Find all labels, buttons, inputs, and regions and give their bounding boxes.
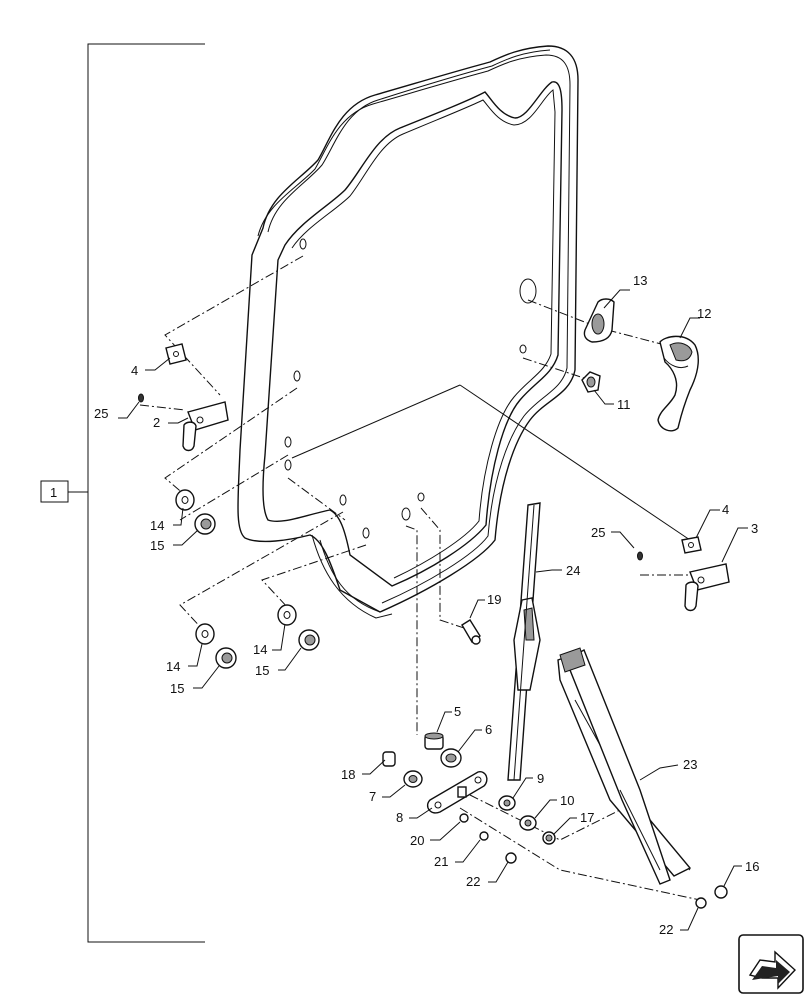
callout-2: 2 [153, 415, 160, 430]
part-6-washer [440, 748, 462, 768]
callout-14-c: 14 [253, 642, 267, 657]
callout-6: 6 [485, 722, 492, 737]
part-16-cap-nut [714, 885, 728, 899]
door-glass-frame [237, 45, 579, 619]
callout-11: 11 [617, 397, 631, 412]
callout-18: 18 [341, 767, 355, 782]
part-4-right-bracket [681, 536, 702, 554]
part-20-washer [459, 813, 469, 823]
callout-7: 7 [369, 789, 376, 804]
callout-25-left: 25 [94, 406, 108, 421]
callout-9: 9 [537, 771, 544, 786]
construction-lines [139, 255, 701, 901]
part-4-left-bracket [165, 343, 187, 365]
part-3-latch [684, 563, 730, 612]
part-10-washer [519, 815, 537, 831]
callout-14-b: 14 [166, 659, 180, 674]
part-7-washer [403, 770, 423, 788]
washer-nut-set-c [277, 604, 320, 651]
callout-4-left: 4 [131, 363, 138, 378]
callout-16: 16 [745, 859, 759, 874]
part-17-nut [542, 831, 556, 845]
callout-15-a: 15 [150, 538, 164, 553]
callout-13: 13 [633, 273, 647, 288]
part-11-nut-plate [581, 371, 601, 393]
part-22-nut-a [505, 852, 517, 864]
callout-21: 21 [434, 854, 448, 869]
part-24-wiper-blade [507, 502, 541, 781]
callout-19: 19 [487, 592, 501, 607]
callout-22-a: 22 [466, 874, 480, 889]
arrow-icon [738, 934, 804, 994]
callout-10: 10 [560, 793, 574, 808]
callout-3: 3 [751, 521, 758, 536]
part-8-link-plate [426, 771, 488, 814]
part-25-left-screw [138, 393, 144, 403]
assembly-bracket: 1 [40, 43, 205, 943]
callout-8: 8 [396, 810, 403, 825]
callouts: 13 12 11 4 25 2 4 3 25 14 15 14 15 14 15… [94, 273, 759, 937]
callout-23: 23 [683, 757, 697, 772]
callout-14-a: 14 [150, 518, 164, 533]
washer-nut-set-b [195, 623, 237, 669]
part-23-wiper-arm [557, 647, 692, 885]
part-18-spacer [382, 751, 396, 767]
callout-5: 5 [454, 704, 461, 719]
part-9-washer [498, 795, 516, 811]
callout-20: 20 [410, 833, 424, 848]
callout-15-c: 15 [255, 663, 269, 678]
part-2-latch [182, 401, 229, 452]
callout-24: 24 [566, 563, 580, 578]
part-25-right-screw [637, 551, 643, 561]
washer-nut-set-a [175, 489, 216, 535]
assembly-number: 1 [50, 485, 57, 500]
part-19-pin [461, 619, 481, 645]
part-21-washer [479, 831, 489, 841]
part-12-grab-handle [657, 335, 699, 432]
callout-4-right: 4 [722, 502, 729, 517]
part-13-handle-plate [583, 298, 615, 343]
part-22-nut-b [695, 897, 707, 909]
callout-12: 12 [697, 306, 711, 321]
callout-15-b: 15 [170, 681, 184, 696]
callout-25-right: 25 [591, 525, 605, 540]
part-5-bushing [424, 732, 444, 750]
leader-lines [118, 289, 748, 931]
callout-22-b: 22 [659, 922, 673, 937]
callout-17: 17 [580, 810, 594, 825]
